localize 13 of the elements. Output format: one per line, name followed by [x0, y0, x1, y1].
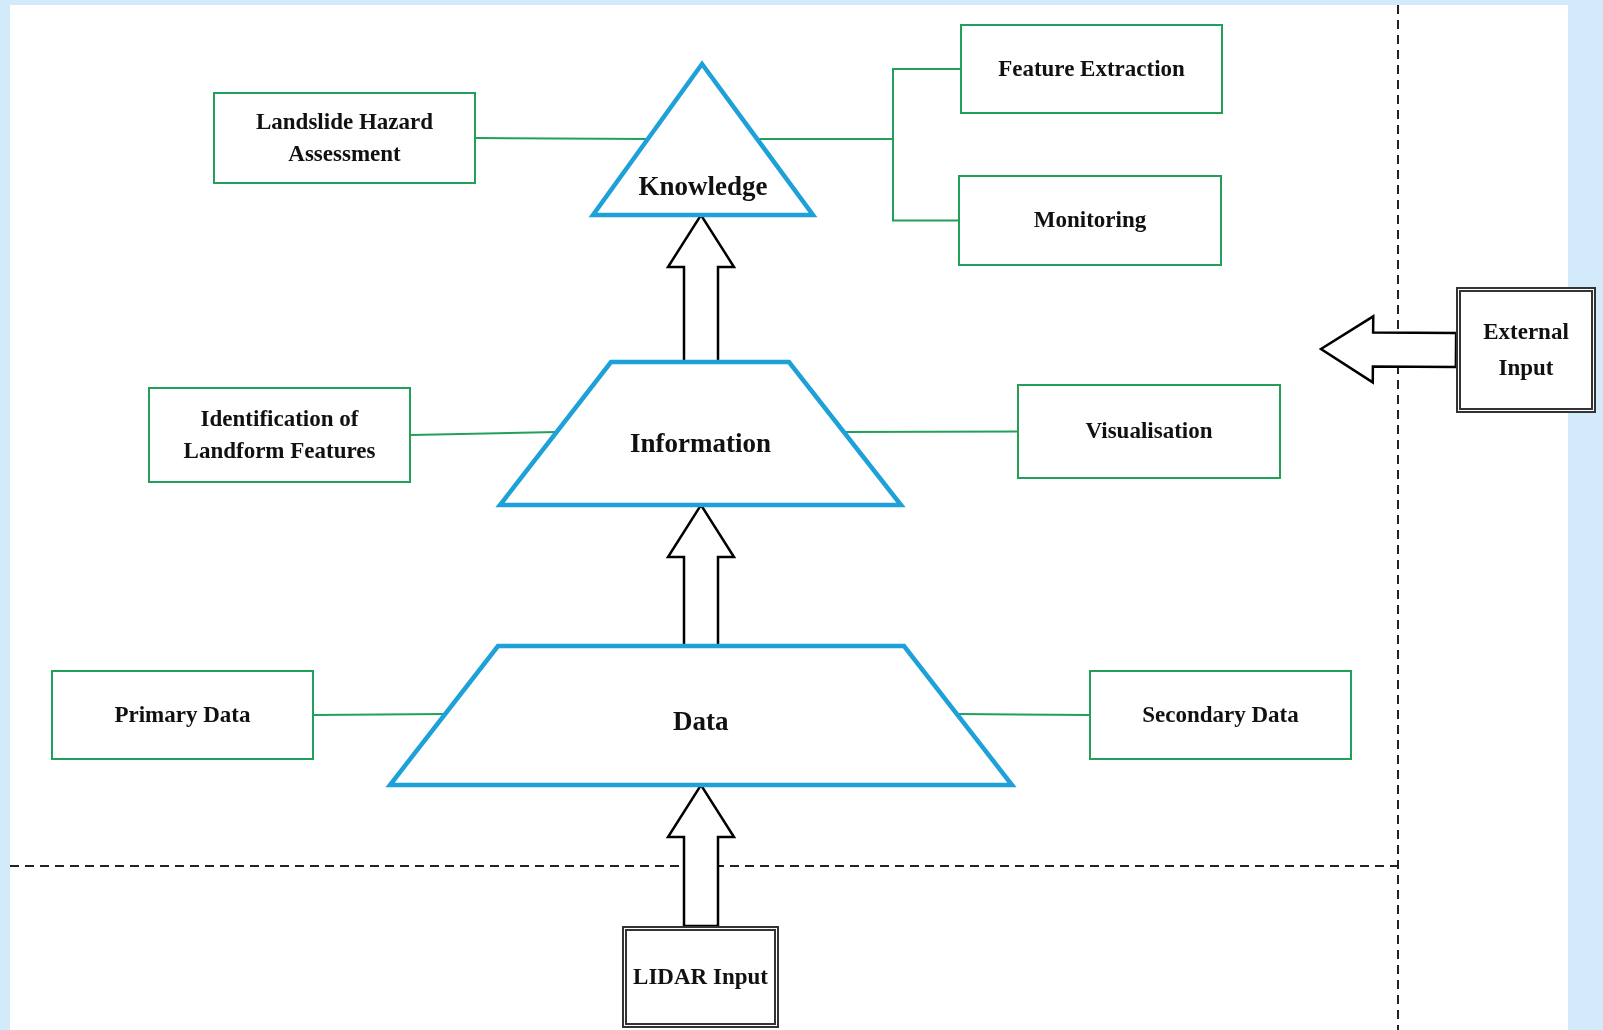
process-box: Secondary Data [1089, 670, 1352, 760]
process-box: Monitoring [958, 175, 1222, 266]
process-box: Feature Extraction [960, 24, 1223, 114]
tier-label: Knowledge [638, 170, 768, 202]
process-box: Landslide Hazard Assessment [213, 92, 476, 184]
tier-label: Information [630, 427, 771, 459]
process-box: Visualisation [1017, 384, 1281, 479]
process-box: Identification of Landform Features [148, 387, 411, 483]
input-box: External Input [1456, 287, 1596, 413]
block-arrow [1318, 314, 1458, 385]
input-box: LIDAR Input [622, 926, 779, 1028]
tier-label: Data [673, 705, 729, 737]
process-box: Primary Data [51, 670, 314, 760]
